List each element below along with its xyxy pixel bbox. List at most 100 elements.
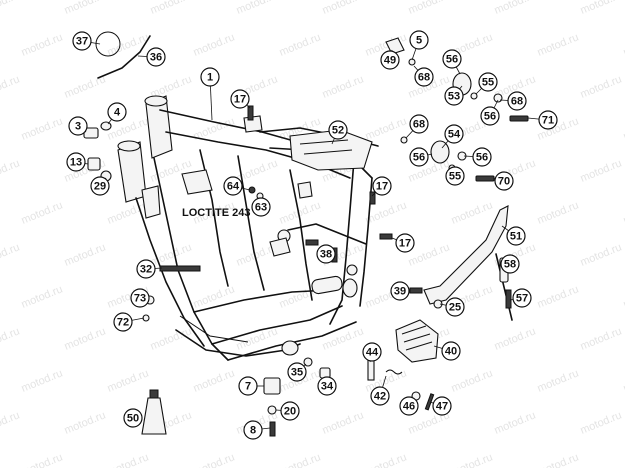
callout-bubble — [68, 116, 88, 136]
watermark-text: motod.ru — [493, 409, 538, 436]
callout-bubble — [362, 342, 382, 362]
callout-7: 7 — [238, 376, 258, 396]
callout-bubble — [372, 176, 392, 196]
callout-bubble — [317, 376, 337, 396]
callout-63: 63 — [251, 197, 271, 217]
callout-49: 49 — [380, 50, 400, 70]
watermark-text: motod.ru — [149, 0, 194, 17]
callout-number: 39 — [394, 286, 406, 298]
callout-bubble — [66, 152, 86, 172]
callout-bubble — [506, 226, 526, 246]
callout-bubble — [409, 147, 429, 167]
callout-55a: 55 — [478, 72, 498, 92]
watermark-text: motod.ru — [536, 199, 581, 226]
callout-number: 38 — [320, 249, 332, 261]
callout-number: 57 — [516, 293, 528, 305]
callout-bubble — [200, 67, 220, 87]
callout-number: 54 — [448, 129, 461, 141]
callout-number: 20 — [284, 406, 296, 418]
watermark-text: motod.ru — [278, 31, 323, 58]
watermark-text: motod.ru — [450, 367, 495, 394]
callout-bubble — [146, 47, 166, 67]
callout-71: 71 — [538, 110, 558, 130]
callout-64: 64 — [223, 176, 243, 196]
callout-number: 68 — [418, 72, 430, 84]
callout-bubble — [444, 86, 464, 106]
callout-bubble — [538, 110, 558, 130]
callout-number: 56 — [446, 54, 458, 66]
callout-bubble — [500, 254, 520, 274]
watermark-text: motod.ru — [63, 241, 108, 268]
watermark-text: motod.ru — [364, 451, 409, 468]
callout-17c: 17 — [395, 233, 415, 253]
callout-number: 47 — [436, 401, 448, 413]
callout-68b: 68 — [507, 91, 527, 111]
callout-46: 46 — [399, 396, 419, 416]
callout-25: 25 — [445, 297, 465, 317]
callout-number: 40 — [445, 346, 457, 358]
callout-number: 53 — [448, 91, 460, 103]
callout-number: 29 — [94, 181, 106, 193]
watermark-text: motod.ru — [579, 409, 624, 436]
callout-number: 49 — [384, 55, 396, 67]
watermark-text: motod.ru — [450, 451, 495, 468]
callout-number: 1 — [207, 72, 213, 84]
watermark-text: motod.ru — [235, 0, 280, 17]
callout-39: 39 — [390, 281, 410, 301]
callout-34: 34 — [317, 376, 337, 396]
watermark-text: motod.ru — [321, 409, 366, 436]
callout-38: 38 — [316, 244, 336, 264]
watermark-text: motod.ru — [192, 367, 237, 394]
callout-bubble — [494, 171, 514, 191]
callout-20: 20 — [280, 401, 300, 421]
callout-number: 3 — [75, 121, 81, 133]
callout-number: 64 — [227, 181, 240, 193]
watermark-text: motod.ru — [192, 451, 237, 468]
callout-57: 57 — [512, 288, 532, 308]
callout-bubble — [113, 312, 133, 332]
watermark-text: motod.ru — [321, 0, 366, 17]
watermark-text: motod.ru — [622, 199, 625, 226]
callout-68c: 68 — [409, 114, 429, 134]
watermark-text: motod.ru — [622, 283, 625, 310]
callout-8: 8 — [243, 420, 263, 440]
callout-40: 40 — [441, 341, 461, 361]
watermark-text: motod.ru — [0, 0, 21, 17]
callout-number: 55 — [482, 77, 494, 89]
watermark-text: motod.ru — [0, 325, 21, 352]
callout-number: 68 — [413, 119, 425, 131]
watermark-text: motod.ru — [20, 115, 65, 142]
callout-number: 58 — [504, 259, 516, 271]
watermark-text: motod.ru — [106, 451, 151, 468]
callout-number: 42 — [374, 391, 386, 403]
callout-bubble — [130, 288, 150, 308]
callout-bubble — [123, 408, 143, 428]
callout-4: 4 — [107, 102, 127, 122]
callout-number: 46 — [403, 401, 415, 413]
watermark-text: motod.ru — [579, 73, 624, 100]
callout-bubble — [478, 72, 498, 92]
callout-bubble — [251, 197, 271, 217]
callout-bubble — [243, 420, 263, 440]
callout-bubble — [442, 49, 462, 69]
watermark-text: motod.ru — [20, 31, 65, 58]
watermark-text: motod.ru — [63, 409, 108, 436]
callout-55b: 55 — [445, 166, 465, 186]
callout-bubble — [316, 244, 336, 264]
loctite-note: LOCTITE 243 — [182, 207, 250, 219]
callout-number: 71 — [542, 115, 554, 127]
callout-number: 44 — [366, 347, 379, 359]
callout-37: 37 — [72, 31, 92, 51]
callout-number: 5 — [416, 35, 422, 47]
callout-72: 72 — [113, 312, 133, 332]
watermark-text: motod.ru — [493, 0, 538, 17]
watermark-text: motod.ru — [20, 199, 65, 226]
callout-number: 36 — [150, 52, 162, 64]
callout-56a: 56 — [442, 49, 462, 69]
callout-bubble — [409, 114, 429, 134]
callout-58: 58 — [500, 254, 520, 274]
callout-17b: 17 — [372, 176, 392, 196]
callout-bubble — [230, 89, 250, 109]
callout-5: 5 — [409, 30, 429, 50]
